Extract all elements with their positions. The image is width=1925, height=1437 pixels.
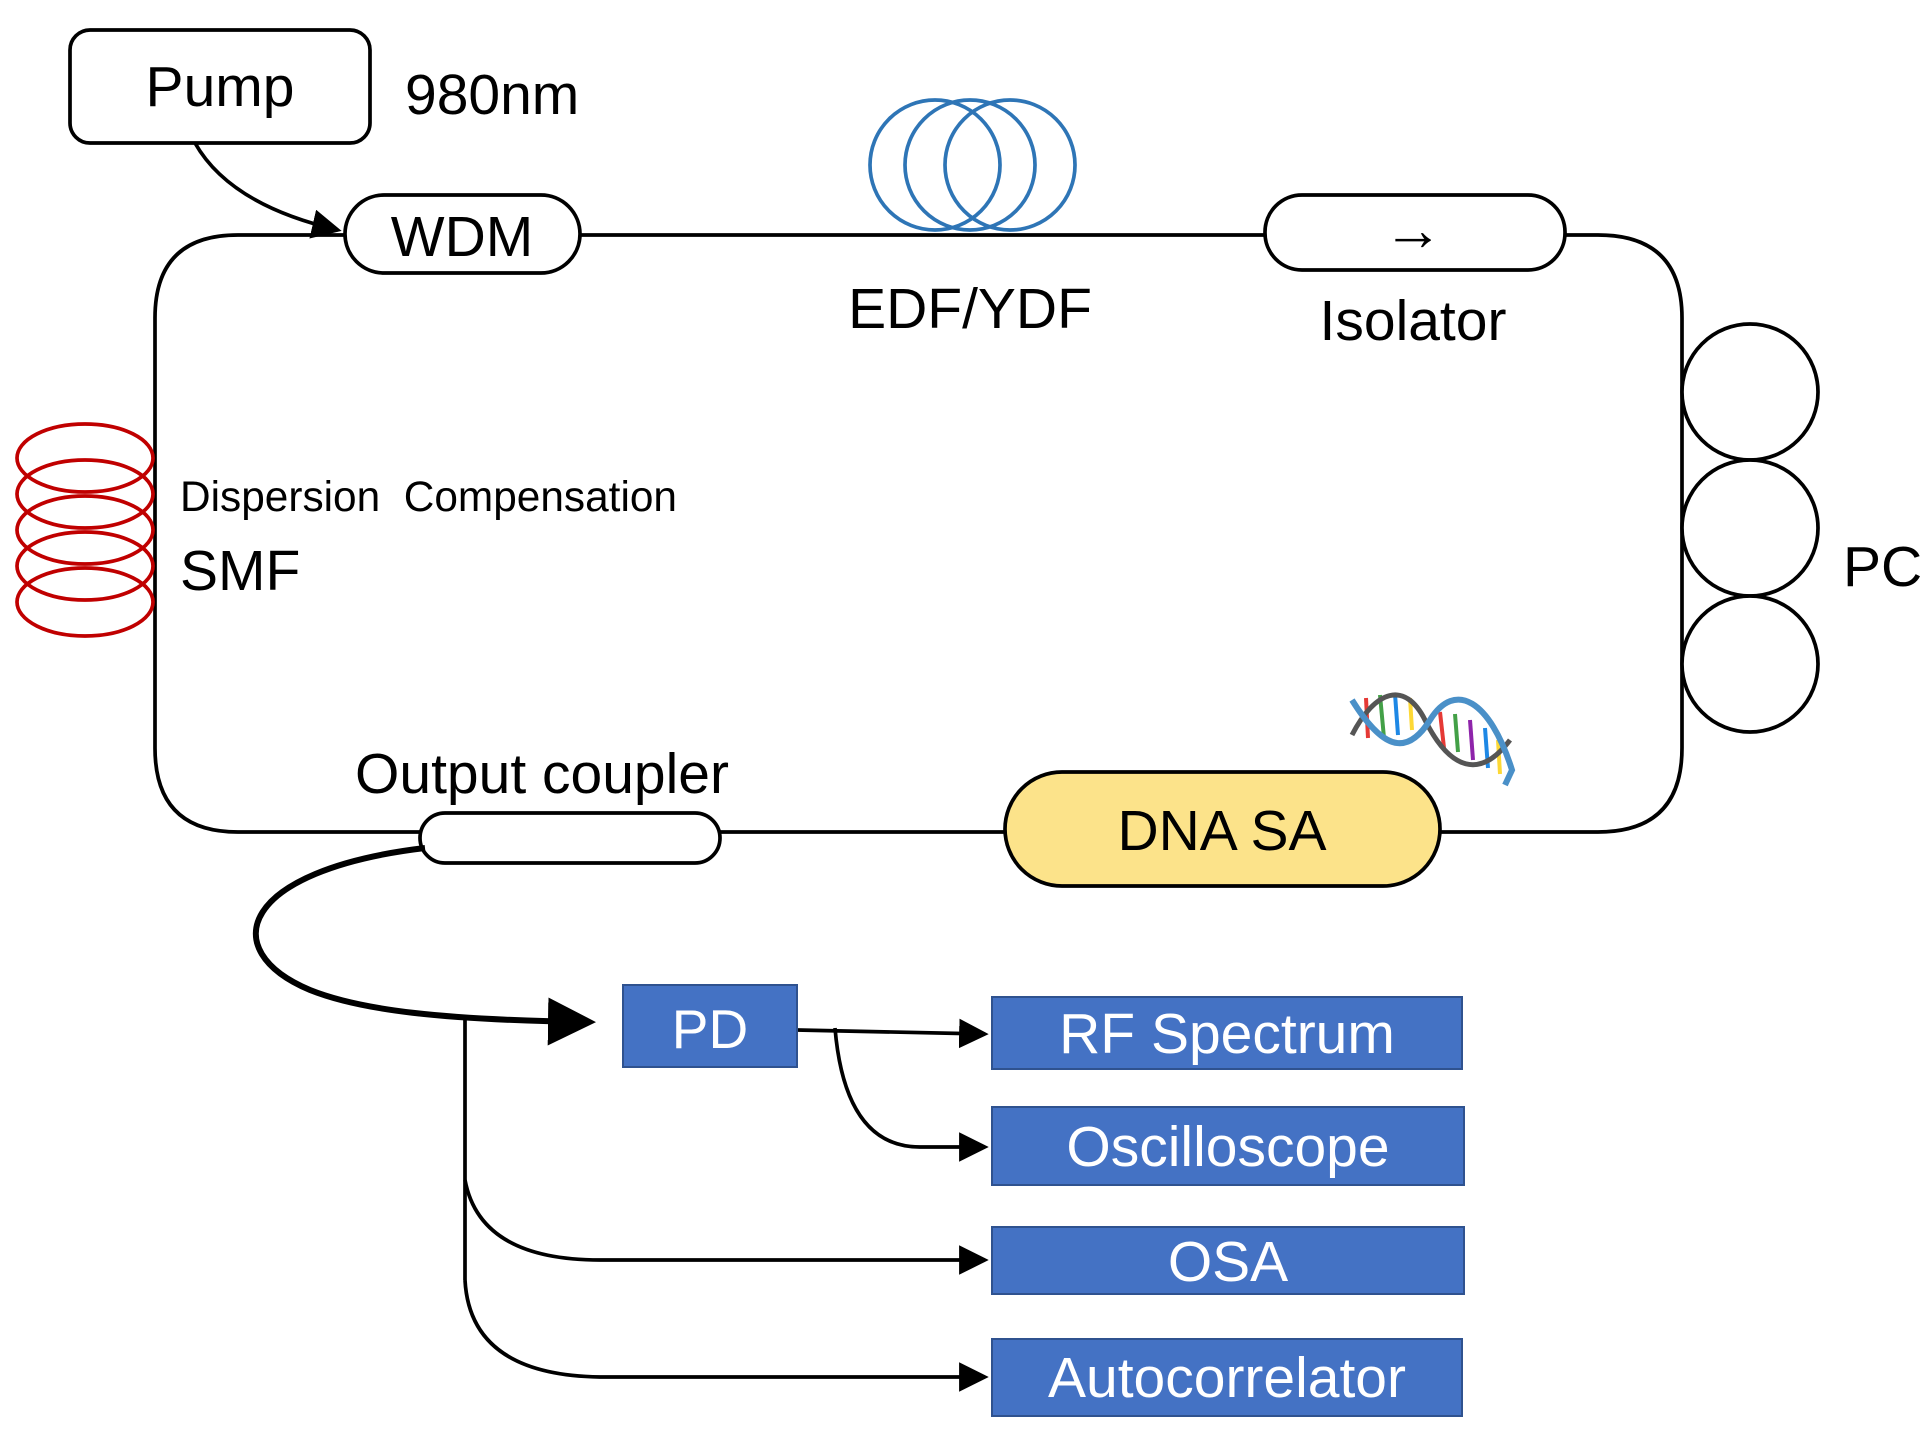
autocorrelator-branch — [463, 1279, 989, 1392]
autocorrelator-box — [991, 1338, 1463, 1417]
fiber-coil-icon — [15, 422, 155, 638]
oscilloscope-label: Oscilloscope — [1066, 1115, 1389, 1179]
osa-label: OSA — [1168, 1230, 1288, 1294]
osa-branch — [463, 1179, 989, 1275]
rf-spectrum-label: RF Spectrum — [1059, 1002, 1395, 1066]
pc-label: PC — [1843, 535, 1922, 599]
polarization-controller-icon — [1680, 322, 1820, 734]
wdm-label: WDM — [391, 205, 533, 269]
fiber-coil-icon — [868, 98, 1077, 232]
saturable-absorber — [1003, 770, 1442, 888]
output-coupler — [418, 811, 722, 865]
smf-label: SMF — [180, 539, 300, 603]
gain-fiber-label: EDF/YDF — [848, 277, 1092, 341]
dispersion-compensation-label: Dispersion Compensation — [180, 473, 677, 521]
isolator-component — [1263, 193, 1567, 272]
wdm-coupler — [343, 193, 582, 275]
autocorrelator-label: Autocorrelator — [1048, 1346, 1406, 1410]
pump-label: Pump — [146, 55, 295, 119]
saturable-absorber-label: DNA SA — [1117, 799, 1326, 863]
pd-to-rf-line — [796, 1018, 989, 1049]
output-coupler-label: Output coupler — [355, 742, 729, 806]
isolator-arrow-icon: → — [1383, 196, 1443, 263]
pd-label: PD — [672, 998, 748, 1060]
pd-to-osc-line — [833, 1027, 989, 1162]
dna-helix-icon — [1349, 692, 1516, 787]
pump-wavelength-label: 980nm — [405, 63, 579, 127]
pump-to-wdm-fiber — [193, 142, 342, 239]
pd-box — [622, 984, 798, 1068]
output-fiber — [253, 845, 596, 1046]
oscilloscope-box — [991, 1106, 1465, 1186]
isolator-label: Isolator — [1320, 289, 1507, 353]
pump-box — [68, 28, 372, 145]
osa-box — [991, 1226, 1465, 1295]
rf-spectrum-box — [991, 996, 1463, 1070]
